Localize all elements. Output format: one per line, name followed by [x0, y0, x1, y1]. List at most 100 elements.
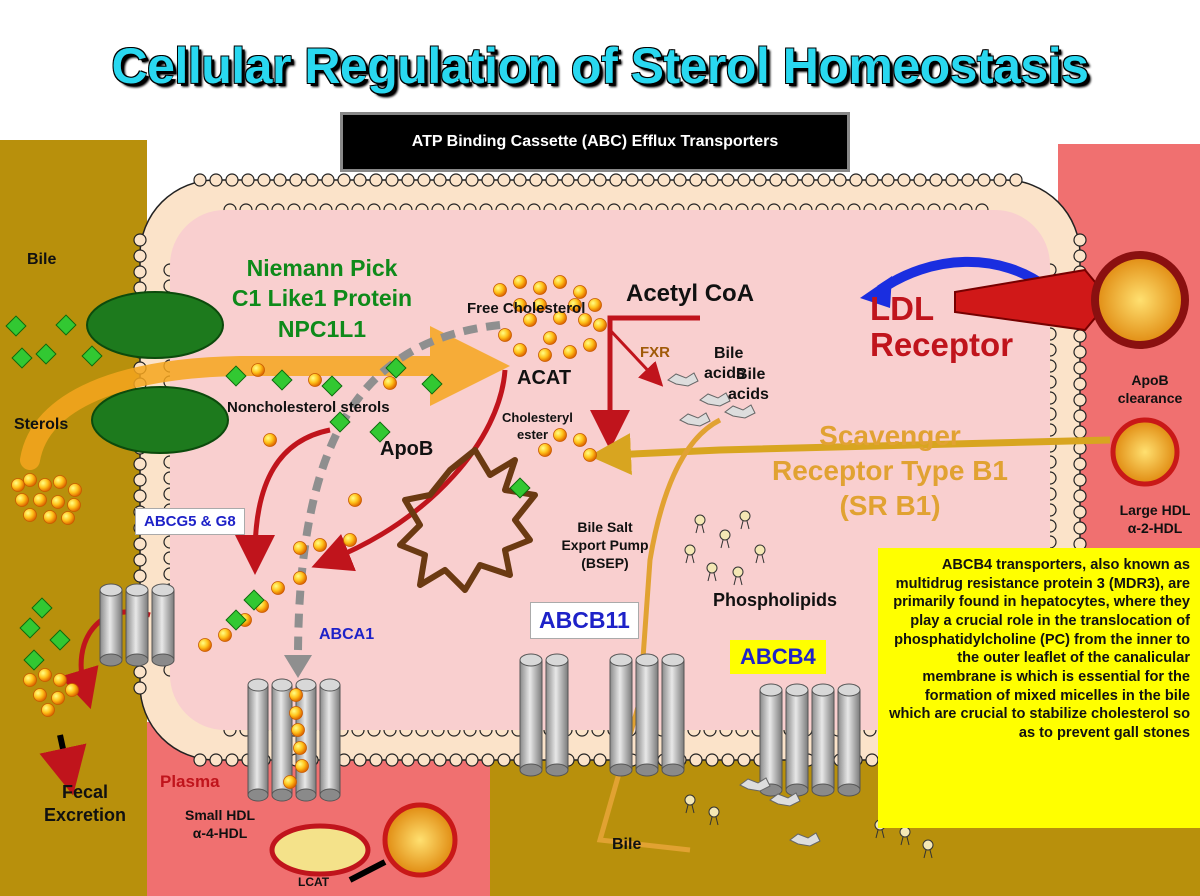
- phospholipid-molecule: [754, 544, 766, 556]
- cholesterol-molecule: [293, 571, 307, 585]
- lipid-head: [513, 173, 527, 187]
- phospholipid-molecule: [732, 566, 744, 578]
- mature-hdl-particle: [382, 802, 458, 878]
- lipid-head: [209, 173, 223, 187]
- bile-acids-label-1-line2: acids: [704, 365, 745, 382]
- lipid-head: [1073, 521, 1087, 535]
- helix-base: [247, 788, 269, 802]
- helix-cap: [837, 683, 861, 697]
- abc-transporters-banner: ATP Binding Cassette (ABC) Efflux Transp…: [340, 112, 850, 172]
- cholesterol-molecule: [67, 498, 81, 512]
- lipid-head: [801, 173, 815, 187]
- lipid-head: [721, 173, 735, 187]
- helix-base: [635, 763, 659, 777]
- phospholipid-tail: [900, 836, 910, 846]
- abcb11-transporter-right: [609, 653, 685, 777]
- apob-protein: [397, 447, 538, 593]
- bile-acids-label-1-line1: Bile: [714, 345, 744, 362]
- cholesterol-molecule: [251, 363, 265, 377]
- lipid-head: [449, 173, 463, 187]
- abca1-efflux-path: [294, 321, 501, 651]
- cholesterol-molecule: [51, 495, 65, 509]
- phospholipid-tail: [695, 524, 705, 534]
- cholesterol-molecule: [289, 706, 303, 720]
- cholesterol-molecule: [563, 345, 577, 359]
- noncholesterol-sterols-label: Noncholesterol sterols: [227, 399, 390, 416]
- lipid-head: [529, 173, 543, 187]
- helix-base: [811, 783, 835, 797]
- cholesterol-molecule: [513, 275, 527, 289]
- lipid-head: [193, 753, 207, 767]
- noncholesterol-sterol-molecule: [225, 365, 247, 387]
- abcb11-label: ABCB11: [530, 602, 639, 639]
- helix-base: [295, 788, 317, 802]
- lipid-head: [593, 753, 607, 767]
- bsep-bile-path: [596, 417, 722, 853]
- helix-cap: [519, 653, 543, 667]
- cholesterol-molecule: [313, 538, 327, 552]
- lipid-head: [785, 173, 799, 187]
- bsep-label-line3: (BSEP): [581, 555, 629, 571]
- ldl-uptake-arrow: [877, 256, 1054, 295]
- lipid-head: [929, 173, 943, 187]
- acetyl-coa-label: Acetyl CoA: [626, 280, 755, 307]
- helix-base: [319, 788, 341, 802]
- helix-base: [545, 763, 569, 777]
- cholesterol-molecule: [53, 673, 67, 687]
- lipid-head: [133, 665, 147, 679]
- lipid-head: [385, 173, 399, 187]
- lipid-head: [433, 753, 447, 767]
- cholesterol-molecule: [513, 343, 527, 357]
- lipid-head: [273, 173, 287, 187]
- lipid-head: [133, 553, 147, 567]
- transmembrane-helix: [125, 589, 149, 661]
- helix-base: [609, 763, 633, 777]
- bsep-label-line1: Bile Salt: [577, 519, 633, 535]
- lipid-head: [133, 473, 147, 487]
- transmembrane-helix: [247, 684, 269, 796]
- lipid-head: [1073, 329, 1087, 343]
- lipid-head: [689, 173, 703, 187]
- cholesterol-molecule: [568, 298, 582, 312]
- cholesterol-molecule: [543, 331, 557, 345]
- lipid-head: [1073, 249, 1087, 263]
- bile-acid-molecule: [769, 792, 801, 807]
- bile-label-bottom: Bile: [612, 836, 642, 853]
- transmembrane-helix: [295, 684, 317, 796]
- acat-label: ACAT: [517, 367, 572, 389]
- cholesterol-molecule: [53, 475, 67, 489]
- lipid-head: [133, 265, 147, 279]
- lipid-head: [209, 753, 223, 767]
- noncholesterol-sterol-molecule: [55, 314, 77, 336]
- lipid-head: [1073, 425, 1087, 439]
- lipid-head: [401, 753, 415, 767]
- lipid-head: [369, 753, 383, 767]
- noncholesterol-sterol-molecule: [23, 649, 45, 671]
- lipid-head: [305, 173, 319, 187]
- cholesterol-molecule: [498, 328, 512, 342]
- helix-cap: [295, 678, 317, 692]
- npc1l1-protein-lower: [91, 386, 229, 454]
- lipid-head: [945, 173, 959, 187]
- cholesterol-molecule: [68, 483, 82, 497]
- lipid-head: [577, 753, 591, 767]
- abcg5-g8-transporter: [99, 583, 175, 667]
- lipid-head: [225, 753, 239, 767]
- helix-cap: [151, 583, 175, 597]
- cholesterol-molecule: [15, 493, 29, 507]
- noncholesterol-sterol-molecule: [329, 411, 351, 433]
- ldl-particle: [1091, 251, 1189, 349]
- noncholesterol-sterol-molecule: [271, 369, 293, 391]
- sterol-molecules: [5, 275, 961, 859]
- lipid-head: [481, 753, 495, 767]
- phospholipid-tail: [685, 554, 695, 564]
- noncholesterol-sterol-molecule: [31, 597, 53, 619]
- transmembrane-helix: [609, 659, 633, 771]
- phospholipids-label: Phospholipids: [713, 590, 837, 610]
- plasma-label: Plasma: [160, 772, 220, 791]
- lipid-head: [849, 173, 863, 187]
- transmembrane-helix: [811, 689, 835, 791]
- bile-acid-molecule: [724, 404, 756, 419]
- phospholipid-molecule: [739, 510, 751, 522]
- apob-clearance-label-line2: clearance: [1117, 390, 1183, 406]
